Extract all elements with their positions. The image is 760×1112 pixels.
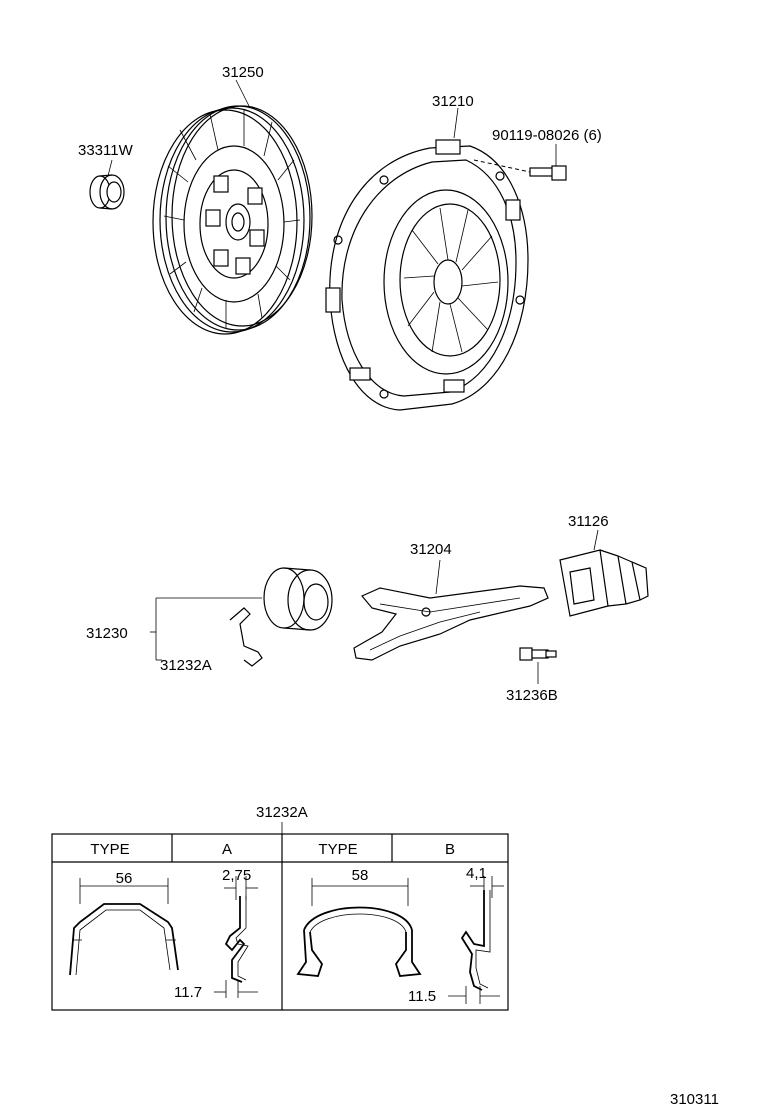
header-a: A xyxy=(222,841,232,858)
clip-small-drawing xyxy=(229,607,263,667)
label-disc: 31250 xyxy=(222,64,264,81)
boot-drawing xyxy=(559,529,649,617)
pilot-bearing-drawing xyxy=(89,159,125,210)
label-boot: 31126 xyxy=(568,513,609,530)
release-bearing-drawing xyxy=(150,567,333,661)
table-title: 31232A xyxy=(256,804,308,821)
label-release-bearing: 31230 xyxy=(86,625,128,642)
dim-b-thickness: 4,1 xyxy=(466,865,487,882)
dim-a-height: 11.7 xyxy=(174,984,202,1001)
clutch-cover-drawing xyxy=(325,107,529,411)
label-release-fork: 31204 xyxy=(410,541,452,558)
header-type-right: TYPE xyxy=(318,841,357,858)
label-clip: 31232A xyxy=(160,657,212,674)
diagram-code: 310311 xyxy=(670,1091,719,1108)
label-cover-bolt: 90119-08026 (6) xyxy=(492,127,602,144)
clip-type-table: 31232A TYPE A TYPE B 56 2,75 11.7 xyxy=(51,804,509,1011)
clutch-disc-drawing xyxy=(152,79,313,335)
cover-bolt-drawing xyxy=(473,144,567,181)
label-pilot-bearing: 33311W xyxy=(78,142,134,159)
release-fork-drawing xyxy=(353,559,549,661)
header-type-left: TYPE xyxy=(90,841,129,858)
label-fork-bolt: 31236B xyxy=(506,687,558,704)
fork-bolt-drawing xyxy=(519,647,557,684)
header-b: B xyxy=(445,841,455,858)
label-cover: 31210 xyxy=(432,93,474,110)
dim-b-height: 11.5 xyxy=(408,988,436,1005)
dim-b-width: 58 xyxy=(352,867,369,884)
dim-a-thickness: 2,75 xyxy=(222,867,251,884)
dim-a-width: 56 xyxy=(116,870,133,887)
